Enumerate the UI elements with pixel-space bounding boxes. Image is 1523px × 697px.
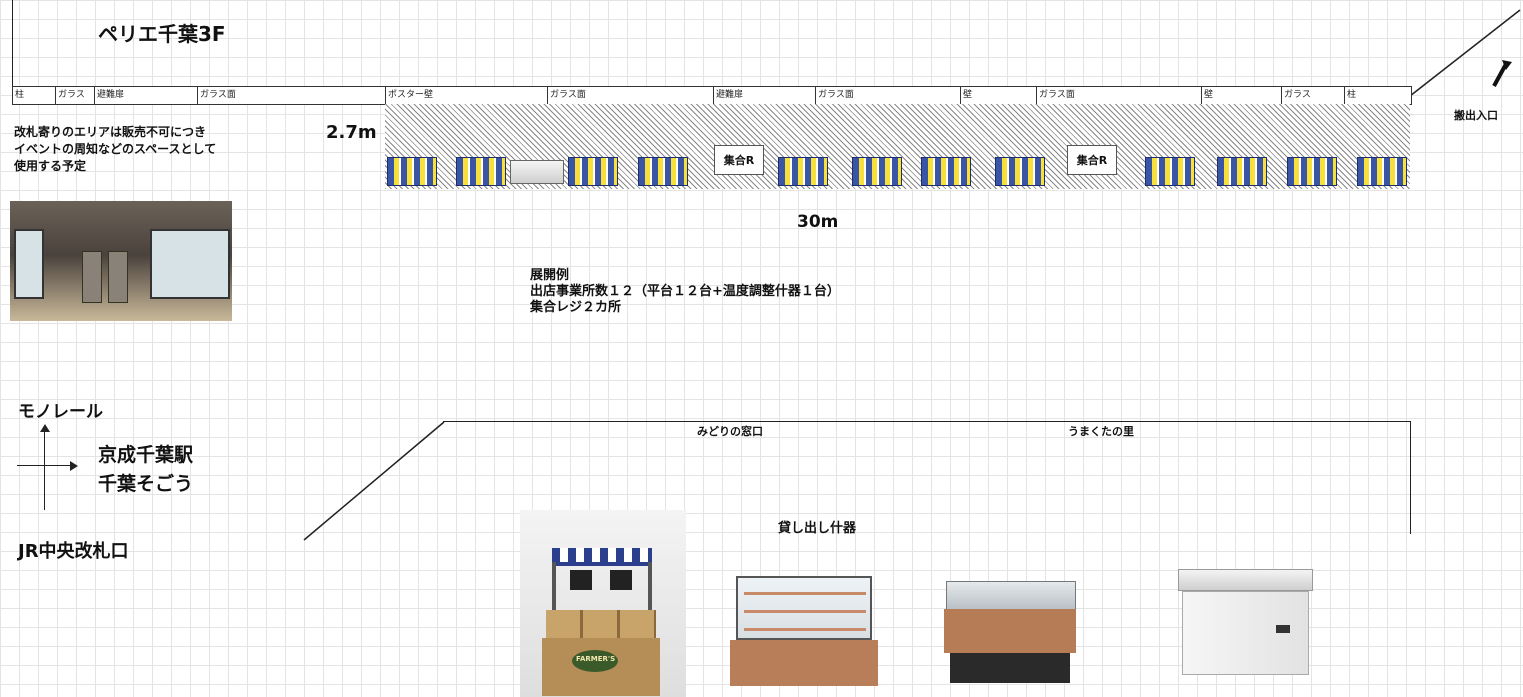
display-cabinet-image [730,568,878,686]
left-wall-line [12,0,13,87]
booth-stall [995,157,1045,186]
landmark-umakuta: うまくたの里 [1068,425,1134,438]
wall-cell: ポスター壁 [386,87,548,104]
usage-note: 改札寄りのエリアは販売不可につき イベントの周知などのスペースとして 使用する予… [14,124,284,175]
example-heading: 展開例 [530,268,570,283]
carry-in-label: 搬出入口 [1454,109,1498,122]
booth-stall [778,157,828,186]
register-box: 集合R [1067,145,1117,175]
page-title: ペリエ千葉3F [98,22,226,46]
example-line: 出店事業所数１２（平台１２台+温度調整什器１台） [530,284,840,299]
booth-stall [921,157,971,186]
refrigerated-case-image [940,577,1080,690]
direction-north: モノレール [18,402,103,422]
wall-cell: ガラス面 [548,87,714,104]
glass-case-unit [510,160,564,184]
chest-freezer-image [1178,565,1313,677]
wall-cell: 避難扉 [714,87,816,104]
register-box: 集合R [714,145,764,175]
arrow-right-icon [70,461,78,471]
wall-cell: ガラス面 [198,87,386,104]
wall-segment-row: 柱 ガラス 避難扉 ガラス面 ポスター壁 ガラス面 避難扉 ガラス面 壁 ガラス… [12,86,1412,105]
wall-cell: ガラス面 [816,87,961,104]
wall-cell: 柱 [1347,90,1357,100]
booth-fixture-image: FARMER'S [520,510,686,697]
booth-stall [568,157,618,186]
carry-in-arrow-icon [1492,60,1512,87]
booth-stall [1145,157,1195,186]
compass-horizontal-line [17,465,72,466]
compass-vertical-line [44,428,45,510]
booth-stall [852,157,902,186]
wall-cell: ガラス [1282,87,1345,104]
booth-stall [387,157,437,186]
diagonal-lower-line [303,421,445,541]
depth-dimension: 2.7m [326,122,377,143]
direction-east-1: 京成千葉駅 [98,444,194,466]
direction-south: JR中央改札口 [18,541,129,562]
direction-east-2: 千葉そごう [98,473,194,495]
landmark-midori: みどりの窓口 [697,425,763,438]
booth-stall [1357,157,1407,186]
booth-stall [1287,157,1337,186]
wall-cell: 避難扉 [95,87,198,104]
wall-cell: ガラス [56,87,95,104]
wall-cell: 柱 [13,87,56,104]
wall-cell: 壁 [1202,87,1282,104]
booth-sign-text: FARMER'S [576,655,616,663]
lower-boundary-line [443,421,1411,422]
example-line: 集合レジ２カ所 [530,300,622,315]
width-dimension: 30m [797,212,839,232]
wall-cell: 壁 [961,87,1037,104]
note-line: 改札寄りのエリアは販売不可につき [14,125,207,139]
lower-right-wall [1410,421,1411,534]
venue-photo [10,201,232,321]
booth-stall [638,157,688,186]
note-line: イベントの周知などのスペースとして [14,142,217,156]
booth-stall [1217,157,1267,186]
diagonal-entrance-line [1410,9,1521,97]
arrow-up-icon [40,424,50,432]
booth-stall [456,157,506,186]
wall-cell: ガラス面 [1037,87,1202,104]
layout-example: 展開例 出店事業所数１２（平台１２台+温度調整什器１台） 集合レジ２カ所 [530,268,1030,316]
equipment-label: 貸し出し什器 [778,521,857,536]
note-line: 使用する予定 [14,159,87,173]
